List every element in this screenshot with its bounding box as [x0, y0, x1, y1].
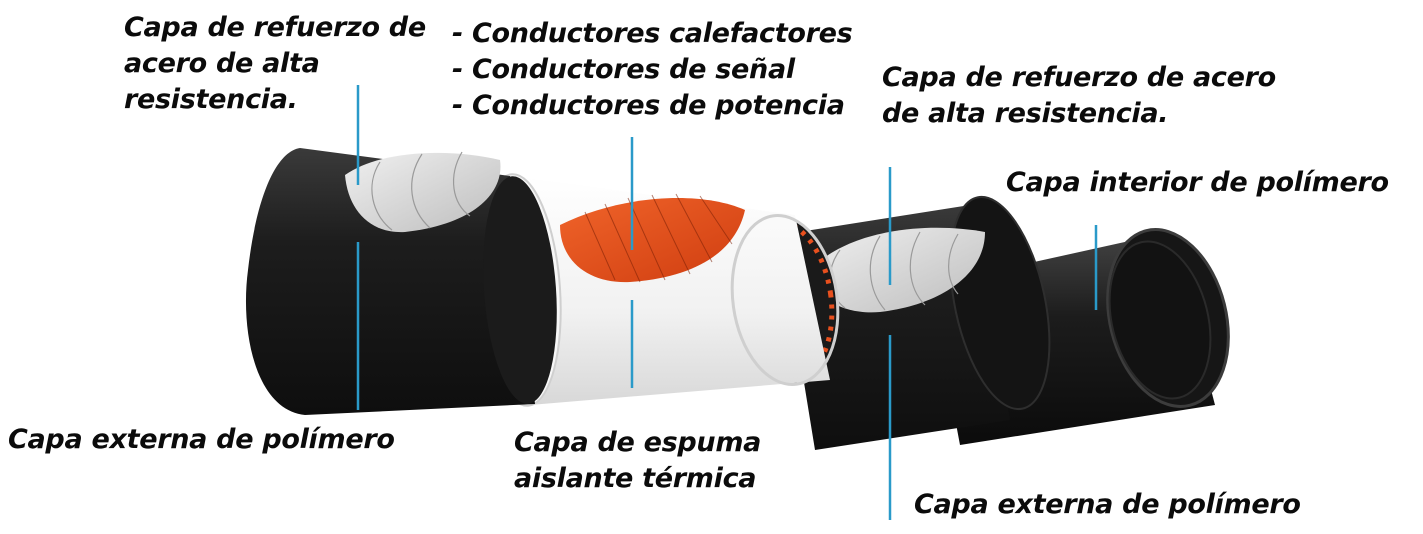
- conductors-window: [560, 193, 745, 283]
- steel-window-right: [810, 227, 985, 313]
- label-inner-polymer: Capa interior de polímero: [1006, 167, 1389, 198]
- steel-window-left: [345, 152, 501, 233]
- leader-lines: [356, 85, 1098, 520]
- label-steel-left: Capa de refuerzo de acero de alta resist…: [124, 12, 426, 115]
- label-outer-polymer-left: Capa externa de polímero: [8, 424, 395, 455]
- label-foam: Capa de espuma aislante térmica: [514, 427, 762, 494]
- label-conductors: - Conductores calefactores - Conductores…: [452, 18, 853, 121]
- label-outer-polymer-right: Capa externa de polímero: [914, 489, 1301, 520]
- label-steel-right: Capa de refuerzo de acero de alta resist…: [882, 62, 1276, 129]
